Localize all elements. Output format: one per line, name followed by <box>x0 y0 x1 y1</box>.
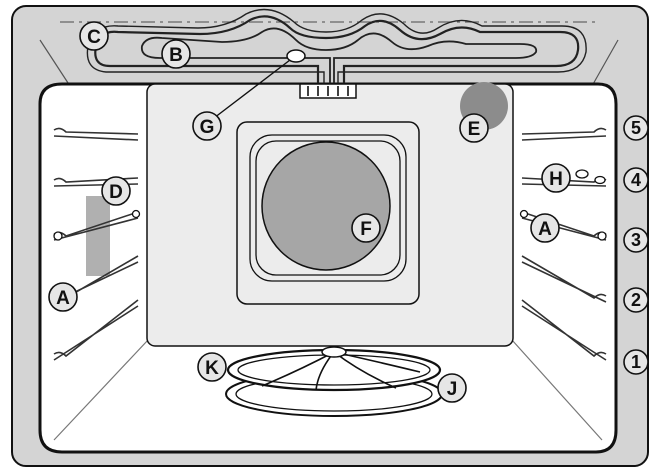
top-heating-element-inner <box>140 27 538 84</box>
callout-f: F <box>351 213 381 243</box>
callout-c: C <box>79 21 109 51</box>
fan-cover-ring-2 <box>255 140 401 276</box>
callout-a-left-label: A <box>56 288 70 309</box>
callout-b: B <box>161 39 191 69</box>
shelf-level-1-label: 1 <box>631 352 641 372</box>
callout-b-label: B <box>169 45 183 66</box>
callout-a-left: A <box>48 282 78 312</box>
shelf-level-3-label: 3 <box>631 230 641 250</box>
top-heating-element-outer <box>94 15 580 84</box>
callout-a-right: A <box>530 213 560 243</box>
heater-terminals <box>307 86 349 96</box>
callout-e-label: E <box>468 119 481 140</box>
callout-e: E <box>459 113 489 143</box>
callout-h-label: H <box>549 169 563 190</box>
callout-a-right-label: A <box>538 219 552 240</box>
shelf-level-4: 4 <box>623 167 649 193</box>
shelf-level-2-label: 2 <box>631 290 641 310</box>
callout-c-label: C <box>87 27 101 48</box>
callout-j: J <box>437 373 467 403</box>
shelf-level-5: 5 <box>623 115 649 141</box>
shelf-level-5-label: 5 <box>631 118 641 138</box>
shelf-level-1: 1 <box>623 349 649 375</box>
top-heating-element-outer-2 <box>86 8 587 84</box>
callout-h: H <box>541 163 571 193</box>
left-shelf-runners <box>53 127 141 361</box>
shelf-level-4-label: 4 <box>631 170 641 190</box>
ceiling-edge-right <box>591 39 619 87</box>
callout-k: K <box>197 352 227 382</box>
fan-cover-ring-1 <box>249 134 407 282</box>
fan-disc <box>261 141 391 271</box>
callout-g: G <box>192 111 222 141</box>
ring-hub <box>321 346 347 358</box>
callout-d: D <box>101 176 131 206</box>
callout-k-label: K <box>205 358 219 379</box>
shelf-level-3: 3 <box>623 227 649 253</box>
left-side-grille <box>86 196 110 276</box>
temperature-sensor <box>286 49 306 63</box>
callout-j-label: J <box>447 379 458 400</box>
ceiling-edge-left <box>39 39 71 87</box>
callout-g-leader <box>213 59 291 119</box>
callout-d-label: D <box>109 182 123 203</box>
callout-f-label: F <box>360 219 372 240</box>
shelf-level-2: 2 <box>623 287 649 313</box>
callout-g-label: G <box>200 117 215 138</box>
